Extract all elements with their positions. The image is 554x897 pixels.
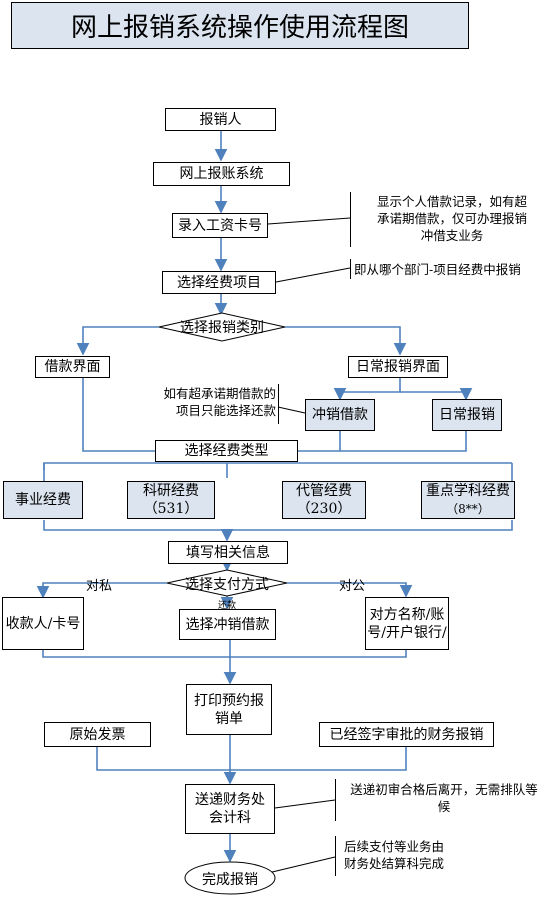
node-select-fund-type: 选择经费类型 bbox=[155, 440, 298, 462]
note-deliver-line2: 候 bbox=[437, 799, 451, 814]
node-daily-reimburse: 日常报销 bbox=[432, 399, 502, 431]
note-deliver: 送递初审合格后离开，无需排队等 候 bbox=[337, 781, 551, 815]
note-overdue-line1: 如有超承诺期借款的 bbox=[163, 386, 276, 401]
counterparty-line1: 对方名称/账 bbox=[369, 606, 445, 623]
node-reporter: 报销人 bbox=[165, 108, 276, 131]
note-loan-record-line3: 冲借支业务 bbox=[420, 228, 484, 243]
page-title: 网上报销系统操作使用流程图 bbox=[11, 2, 469, 49]
note-overdue: 如有超承诺期借款的 项目只能选择还款 bbox=[150, 385, 276, 419]
deliver-line1: 送递财务处 bbox=[195, 792, 265, 808]
print-form-line2: 销单 bbox=[215, 710, 243, 727]
node-fund-managed: 代管经费 （230） bbox=[282, 481, 366, 519]
fund-merge-bar bbox=[43, 520, 513, 531]
note-complete-line1: 后续支付等业务由 bbox=[343, 839, 444, 854]
merge-invoices bbox=[96, 747, 407, 771]
decision-payment bbox=[166, 569, 288, 597]
callout-project bbox=[275, 267, 351, 283]
callout-card bbox=[267, 217, 351, 225]
fund-key-code: （8**） bbox=[446, 502, 490, 516]
note-overdue-line2: 项目只能选择还款 bbox=[175, 403, 276, 418]
note-loan-record-bracket bbox=[350, 192, 351, 247]
merge-payee bbox=[42, 650, 230, 658]
node-fund-business: 事业经费 bbox=[3, 481, 83, 519]
edge-label-repay: 还款 bbox=[218, 601, 237, 611]
node-online-system: 网上报账系统 bbox=[153, 162, 290, 186]
node-complete: 完成报销 bbox=[202, 872, 258, 888]
decision-category bbox=[158, 312, 286, 342]
node-deliver-finance: 送递财务处 会计科 bbox=[185, 784, 275, 834]
note-complete: 后续支付等业务由 财务处结算科完成 bbox=[339, 838, 449, 872]
node-enter-salary-card: 录入工资卡号 bbox=[172, 213, 268, 238]
node-print-form: 打印预约报 销单 bbox=[186, 684, 272, 735]
node-signed-approved: 已经签字审批的财务报销 bbox=[319, 722, 494, 747]
node-fund-key: 重点学科经费 （8**） bbox=[421, 481, 515, 519]
node-select-project: 选择经费项目 bbox=[162, 271, 276, 294]
fund-branch-bar bbox=[43, 462, 512, 470]
line-offset-fundtype bbox=[298, 431, 341, 452]
fund-research-code: （531） bbox=[143, 501, 199, 517]
note-deliver-line1: 送递初审合格后离开，无需排队等 bbox=[350, 782, 538, 797]
arrow-payment-private bbox=[36, 582, 167, 599]
arrow-daily-offset bbox=[333, 378, 401, 401]
node-fill-info: 填写相关信息 bbox=[168, 541, 288, 564]
edge-label-public: 对公 bbox=[339, 579, 366, 594]
node-select-payment: 选择支付方式 bbox=[185, 577, 269, 593]
line-loan-fundtype bbox=[82, 378, 155, 452]
edge-label-private: 对私 bbox=[86, 579, 113, 594]
node-select-offset-loan: 选择冲销借款 bbox=[179, 609, 276, 640]
line-daily-fundtype bbox=[340, 431, 467, 452]
note-overdue-bracket bbox=[278, 384, 279, 424]
node-select-category: 选择报销类别 bbox=[180, 320, 264, 336]
node-offset-loan: 冲销借款 bbox=[305, 399, 375, 431]
print-form-line1: 打印预约报 bbox=[194, 692, 264, 709]
node-payee-card: 收款人/卡号 bbox=[2, 597, 84, 650]
arrow-payment-public bbox=[287, 582, 413, 598]
counterparty-line2: 号/开户银行/ bbox=[367, 624, 447, 641]
node-original-invoice: 原始发票 bbox=[44, 722, 151, 747]
node-daily-interface: 日常报销界面 bbox=[348, 356, 448, 378]
note-complete-bracket bbox=[335, 836, 336, 876]
node-loan-interface: 借款界面 bbox=[35, 356, 110, 378]
callout-deliver bbox=[274, 799, 336, 809]
fund-managed-name: 代管经费 bbox=[296, 483, 352, 499]
terminal-complete bbox=[184, 861, 276, 895]
fund-research-name: 科研经费 bbox=[143, 483, 199, 499]
deliver-line2: 会计科 bbox=[209, 810, 251, 826]
arrow-daily-reimburse bbox=[400, 387, 473, 401]
note-from-dept-bracket bbox=[350, 259, 351, 279]
fund-managed-code: （230） bbox=[296, 501, 352, 517]
note-from-dept: 即从哪个部门-项目经费中报销 bbox=[354, 262, 521, 277]
note-loan-record: 显示个人借款记录，如有超 承诺期借款，仅可办理报销 冲借支业务 bbox=[352, 193, 552, 244]
note-loan-record-line2: 承诺期借款，仅可办理报销 bbox=[376, 211, 527, 226]
fund-key-name: 重点学科经费 bbox=[426, 483, 510, 499]
merge-counterparty bbox=[230, 650, 407, 658]
note-loan-record-line1: 显示个人借款记录，如有超 bbox=[376, 194, 527, 209]
node-counterparty: 对方名称/账 号/开户银行/ bbox=[365, 597, 449, 650]
arrow-category-daily bbox=[285, 326, 407, 356]
node-fund-research: 科研经费 （531） bbox=[127, 481, 215, 519]
note-complete-line2: 财务处结算科完成 bbox=[343, 856, 444, 871]
arrow-category-loan bbox=[76, 326, 159, 356]
callout-complete bbox=[267, 856, 336, 874]
callout-overdue bbox=[277, 406, 306, 414]
note-deliver-bracket bbox=[335, 779, 336, 821]
